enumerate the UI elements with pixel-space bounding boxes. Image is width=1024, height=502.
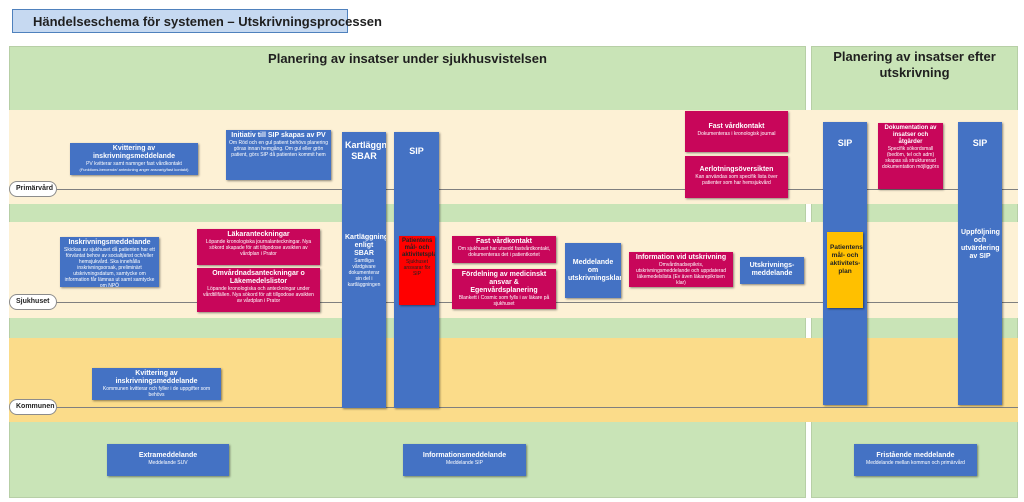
box-patientens-plan-orange: Patientens mål- och aktivitets-plan (827, 232, 863, 308)
box-sip-uppfoljning: SIP Uppföljning och utvärdering av SIP (958, 122, 1002, 405)
lane-label-kommunen: Kommunen (9, 399, 57, 415)
box-aerlotningsoversikten: Aerlotningsöversikten Kan användas som s… (685, 156, 788, 198)
box-fast-vardkontakt-sjukhus: Fast vårdkontakt Om sjukhuset har utsedd… (452, 236, 556, 263)
box-kvittering-pv: Kvittering av inskrivningsmeddelande PV … (70, 143, 198, 175)
box-fast-vardkontakt-pv: Fast vårdkontakt Dokumenteras i kronolog… (685, 111, 788, 152)
box-information-vid-utskrivning: Information vid utskrivning Omvårdnadsep… (629, 252, 733, 287)
box-kartlaggning-sbar: Kartläggning SBAR Kartläggning enligt SB… (342, 132, 386, 408)
box-dokumentation-insatser: Dokumentation av insatser och åtgärder S… (878, 123, 943, 189)
box-inskrivningsmeddelande: Inskrivningsmeddelande Skickas av sjukhu… (60, 237, 159, 287)
box-informationsmeddelande: Informationsmeddelande Meddelande SIP (403, 444, 526, 476)
box-meddelande-utskrivningsklar: Meddelande om utskrivningsklar (565, 243, 621, 298)
lane-label-sjukhuset: Sjukhuset (9, 294, 57, 310)
box-omvardnadsanteckningar: Omvårdnadsanteckningar o Läkemedelslisto… (197, 268, 320, 312)
box-lakaranteckningar: Läkaranteckningar Löpande kronologiska j… (197, 229, 320, 265)
box-initiativ-sip: Initiativ till SIP skapas av PV Om Röd o… (226, 130, 331, 180)
box-utskrivningsmeddelande: Utskrivnings-meddelande (740, 257, 804, 284)
lane-label-primarvard: Primärvård (9, 181, 57, 197)
lane-line-kommunen (56, 407, 1018, 408)
box-extrameddelande: Extrameddelande Meddelande SUV (107, 444, 229, 476)
panel-after-discharge-title: Planering av insatser efter utskrivning (833, 49, 996, 80)
lane-line-primarvard (56, 189, 1018, 190)
page-title: Händelseschema för systemen – Utskrivnin… (12, 9, 382, 33)
box-fristaende-meddelande: Fristående meddelande Meddelande mellan … (854, 444, 977, 476)
box-kvittering-kommun: Kvittering av inskrivningsmeddelande Kom… (92, 368, 221, 400)
box-fordelning-ansvar: Fördelning av medicinskt ansvar & Egenvå… (452, 269, 556, 309)
box-patientens-mal-aktivitetsplan: Patientens mål- och aktivitetsplan Sjukh… (399, 236, 435, 305)
panel-during-stay-title: Planering av insatser under sjukhusviste… (268, 51, 547, 66)
